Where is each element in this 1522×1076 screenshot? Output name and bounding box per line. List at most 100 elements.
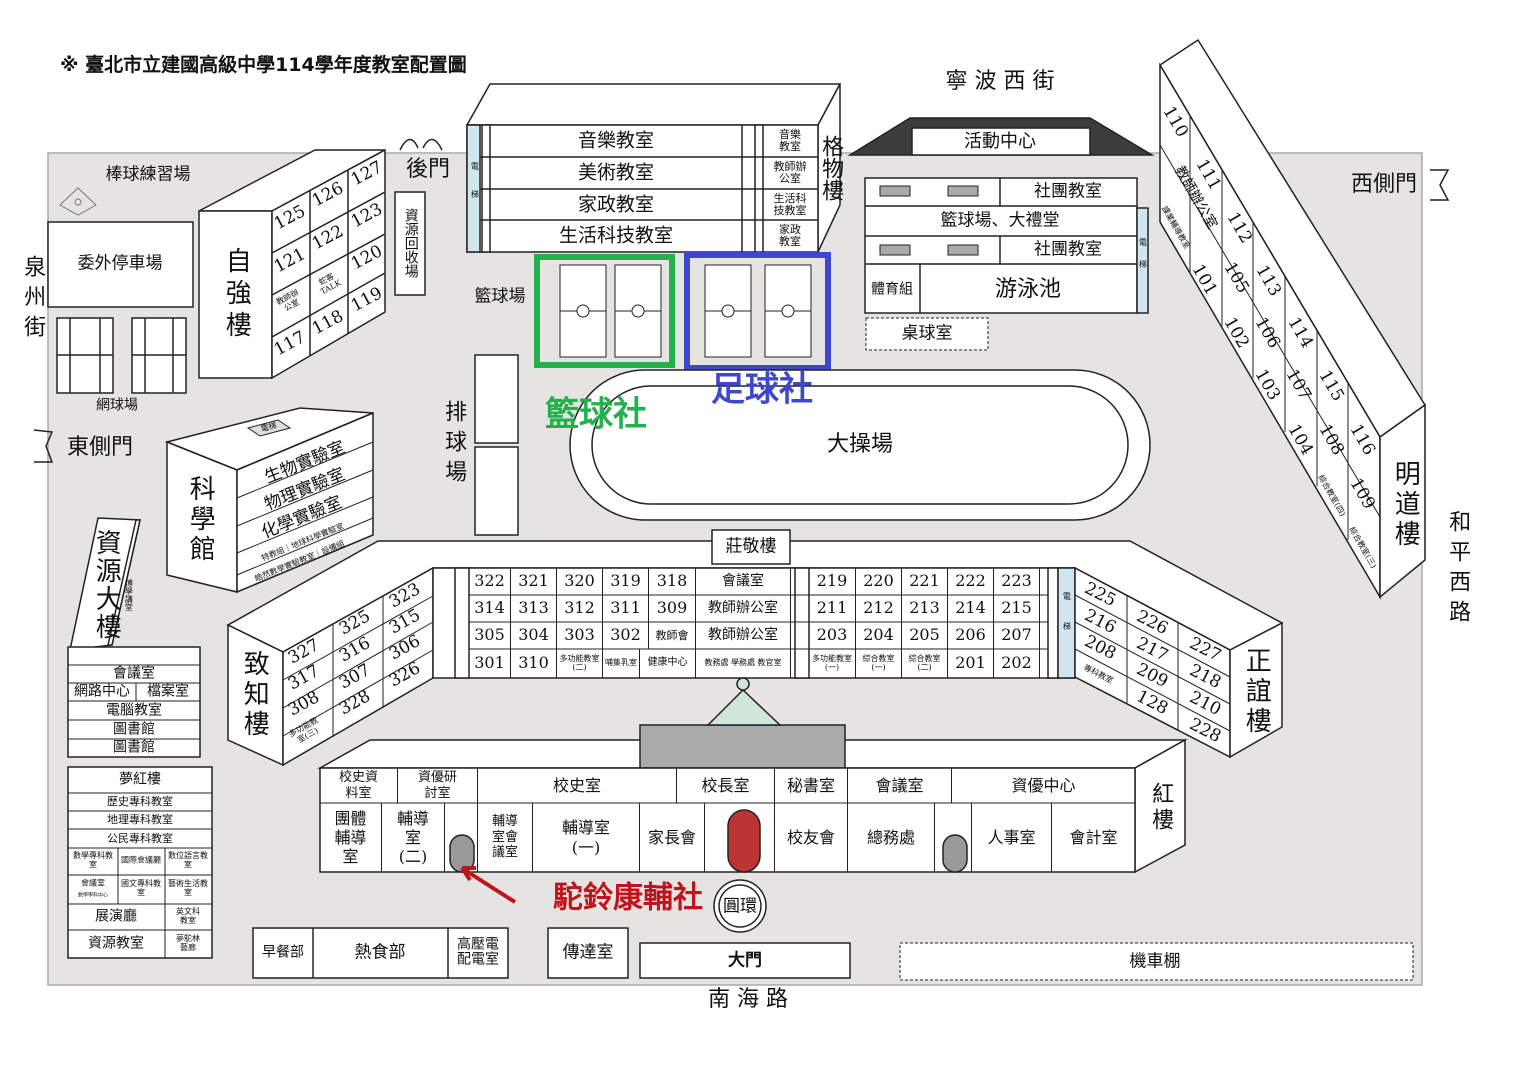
zhuangjing-row-3-right: 203 204 205 206 207 — [809, 622, 1040, 649]
guard-room: 傳達室 — [562, 942, 614, 963]
basketball-club-label[interactable]: 籃球社 — [545, 394, 647, 435]
room: 205 — [902, 622, 948, 649]
club-room-1: 社團教室 — [1034, 181, 1102, 202]
room: 數位語言教室 — [168, 851, 208, 869]
room: 311 — [603, 595, 649, 622]
menghong-building-name: 夢紅樓 — [119, 771, 161, 788]
room: 數學學科中心 — [77, 892, 109, 899]
tennis-courts — [56, 317, 187, 394]
back-gate[interactable]: 後門 — [405, 156, 451, 182]
tennis-court-label: 網球場 — [96, 397, 138, 414]
east-gate[interactable]: 東側門 — [66, 434, 134, 460]
room: 教師辦公室 — [696, 595, 791, 622]
football-club-label[interactable]: 足球社 — [711, 369, 813, 410]
power-room: 高壓電配電室 — [457, 936, 499, 968]
room: 會議室 — [696, 568, 791, 595]
room: 綜合教室(一) — [856, 649, 902, 678]
west-gate[interactable]: 西側門 — [1350, 171, 1418, 197]
room: 309 — [649, 595, 696, 622]
honglou-row-2: 團體輔導室 輔導室(二) 輔導室會議室 輔導室(一) 家長會 校友會 總務處 人… — [320, 803, 1135, 872]
room: 206 — [948, 622, 994, 649]
football-club-box — [684, 252, 831, 371]
room: 214 — [948, 595, 994, 622]
room: 資優研討室 — [398, 768, 478, 803]
street-north: 寧 波 西 街 — [945, 68, 1055, 94]
activity-elevator: 電梯 — [1138, 238, 1148, 282]
room: 夢駝林藝廊 — [176, 934, 200, 952]
parking-lot — [47, 221, 194, 308]
room: 教師辦公室 — [696, 622, 791, 649]
honglou-building-name: 紅樓 — [1148, 782, 1174, 834]
room: 國際會議廳 — [121, 855, 161, 865]
room: 輔導室(一) — [533, 803, 640, 872]
room: 310 — [511, 649, 557, 678]
main-entrance-door — [727, 809, 761, 873]
zhuangjing-row-1: 322 321 320 319 318 會議室 — [469, 568, 791, 595]
zhuangjing-row-4-right: 多功能教室(一) 綜合教室(一) 綜合教室(二) 201 202 — [809, 649, 1040, 678]
gewu-building-name: 格物樓 — [818, 135, 844, 201]
room: 221 — [902, 568, 948, 595]
room: 多功能教室(二) — [557, 649, 603, 678]
motorcycle-shed: 機車棚 — [1129, 951, 1181, 972]
room: 地理專科教室 — [107, 812, 173, 826]
room: 215 — [994, 595, 1040, 622]
gewu-elevator: 電梯 — [470, 162, 480, 218]
room-art: 美術教室 — [577, 161, 655, 184]
room: 綜合教室(二) — [902, 649, 948, 678]
volleyball-label: 排球場 — [441, 400, 467, 490]
zhuangjing-row-4: 301 310 多功能教室(二) 哺集乳室 健康中心 教務處 學務處 教官室 — [469, 649, 791, 678]
room: 人事室 — [972, 803, 1052, 872]
room: 秘書室 — [775, 768, 848, 803]
room: 電腦教室 — [106, 702, 162, 719]
room: 總務處 — [848, 803, 935, 872]
room: 314 — [469, 595, 511, 622]
room: 校史資料室 — [320, 768, 398, 803]
room: 多功能教室(一) — [809, 649, 856, 678]
room: 203 — [809, 622, 856, 649]
field-label: 大操場 — [826, 431, 894, 457]
room: 223 — [994, 568, 1040, 595]
room: 211 — [809, 595, 856, 622]
basketball-club-box — [534, 254, 675, 368]
camel-club-label[interactable]: 駝鈴康輔社 — [553, 880, 703, 916]
zhengyi-building-name: 正誼樓 — [1241, 647, 1272, 737]
room: 219 — [809, 568, 856, 595]
room: 320 — [557, 568, 603, 595]
ziqiang-front — [198, 210, 273, 379]
room: 家政教室 — [779, 222, 801, 248]
zhizhi-building-name: 致知樓 — [239, 650, 270, 740]
west-gate-icon — [1430, 169, 1450, 201]
room: 教師辦公室 — [773, 159, 807, 185]
room: 輔導室(二) — [382, 803, 445, 872]
room: 301 — [469, 649, 511, 678]
room: 教師會 — [649, 622, 696, 649]
table-tennis-room: 桌球室 — [901, 323, 953, 344]
east-gate-icon — [33, 429, 54, 463]
room: 220 — [856, 568, 902, 595]
room: 藝術生活教室 — [168, 879, 208, 897]
honglou-row-1: 校史資料室 資優研討室 校史室 校長室 秘書室 會議室 資優中心 — [320, 768, 1135, 803]
room: 數學專科教室 — [73, 851, 113, 869]
recycling-box — [394, 191, 426, 296]
room: 312 — [557, 595, 603, 622]
room: 213 — [902, 595, 948, 622]
room: 圖書館 — [113, 739, 155, 756]
swimming-pool: 游泳池 — [994, 276, 1062, 302]
room-home-ec: 家政教室 — [577, 193, 655, 216]
activity-center-name: 活動中心 — [964, 131, 1036, 153]
main-gate[interactable]: 大門 — [728, 950, 762, 971]
room: 歷史專科教室 — [107, 794, 173, 808]
room: 305 — [469, 622, 511, 649]
zhuangjing-elevator: 電梯 — [1062, 592, 1072, 652]
room: 304 — [511, 622, 557, 649]
room: 國文專科教室 — [121, 879, 161, 897]
street-west: 泉州街 — [20, 255, 46, 345]
volleyball-court-1 — [474, 354, 519, 444]
room: 202 — [994, 649, 1040, 678]
room: 207 — [994, 622, 1040, 649]
room: 網路中心 — [74, 683, 130, 700]
lecture-hall: 博學講堂 — [124, 579, 134, 611]
arrow-icon — [460, 866, 517, 904]
room: 資優中心 — [1011, 775, 1076, 795]
street-south: 南 海 路 — [708, 986, 788, 1012]
